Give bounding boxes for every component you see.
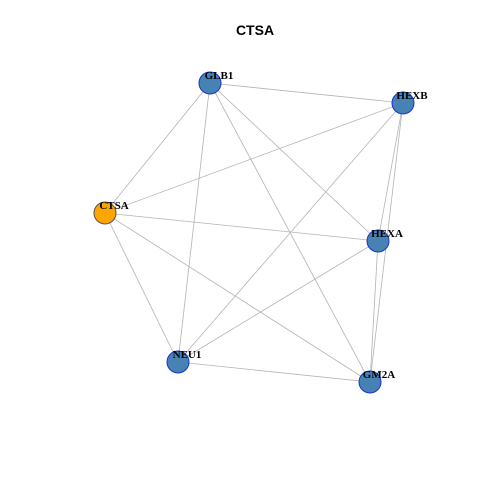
edge-ctsa-hexa xyxy=(104,212,379,242)
edge-glb1-ctsa xyxy=(104,82,211,214)
edge-layer xyxy=(104,82,404,383)
node-neu1 xyxy=(166,350,190,374)
graph-title: CTSA xyxy=(236,22,274,38)
edge-hexb-neu1 xyxy=(177,102,404,363)
edge-hexb-ctsa xyxy=(104,102,404,214)
node-label-hexa: HEXA xyxy=(371,228,403,240)
node-glb1 xyxy=(198,71,222,95)
node-label-gm2a: GM2A xyxy=(363,369,395,381)
node-gm2a xyxy=(358,370,382,394)
node-hexa xyxy=(366,229,390,253)
edge-glb1-hexa xyxy=(209,82,379,242)
node-label-neu1: NEU1 xyxy=(173,349,202,361)
edge-neu1-gm2a xyxy=(177,361,371,383)
node-label-glb1: GLB1 xyxy=(205,70,234,82)
node-label-hexb: HEXB xyxy=(396,90,428,102)
node-ctsa xyxy=(93,201,117,225)
node-layer xyxy=(93,71,415,394)
edge-glb1-hexb xyxy=(209,82,404,104)
edge-ctsa-gm2a xyxy=(104,212,371,383)
edge-hexa-gm2a xyxy=(369,240,379,383)
edge-ctsa-neu1 xyxy=(104,212,179,363)
node-hexb xyxy=(391,91,415,115)
edge-hexa-neu1 xyxy=(177,240,379,363)
node-label-ctsa: CTSA xyxy=(99,200,128,212)
edge-hexb-hexa xyxy=(377,102,404,242)
